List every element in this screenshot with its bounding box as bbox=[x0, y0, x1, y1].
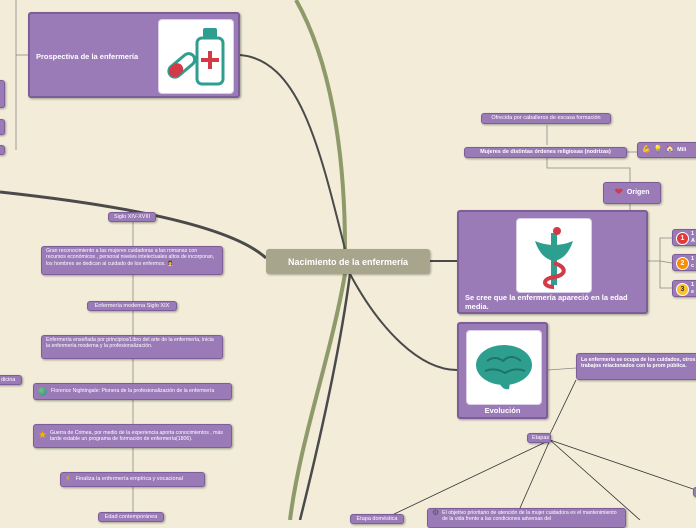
bulb-icon: 💡 bbox=[653, 145, 663, 153]
evolucion-card[interactable]: Evolución bbox=[457, 322, 548, 419]
cuidado-text: La enfermería se ocupa de los cuidados, … bbox=[581, 357, 696, 370]
origen-node[interactable]: ❤ Origen bbox=[603, 182, 661, 204]
left-stub-3[interactable] bbox=[0, 145, 5, 155]
objetivo-text: El objetivo prioritario de atención de l… bbox=[442, 510, 617, 523]
number-badge-3: 3 bbox=[676, 283, 689, 296]
siglo-xiv-xviii-node[interactable]: Siglo XIV-XVIII bbox=[108, 212, 156, 222]
mujeres-label: Mujeres de distintas órdenes religiosas … bbox=[480, 149, 611, 155]
moderna-xix-node[interactable]: Enfermería moderna Siglo XIX bbox=[87, 301, 177, 311]
nightingale-node[interactable]: Florence Nightingale: Pionera de la prof… bbox=[33, 383, 232, 400]
crimea-text: Guerra de Crimea, por medio de la experi… bbox=[49, 429, 223, 442]
numbered-item-2-text: 1 c bbox=[691, 256, 695, 269]
house-icon: 🏠 bbox=[665, 145, 675, 153]
contemporanea-label: Edad contemporánea bbox=[104, 514, 158, 520]
numbered-item-1-text: 1 A bbox=[691, 231, 695, 244]
central-topic[interactable]: Nacimiento de la enfermería bbox=[266, 249, 430, 274]
prospectiva-title: Prospectiva de la enfermería bbox=[36, 52, 139, 61]
origen-label: Origen bbox=[626, 188, 650, 196]
numbered-item-1[interactable]: 1 1 A bbox=[672, 229, 696, 246]
finaliza-node[interactable]: ⚡ Finaliza la enfermería empírica y voca… bbox=[60, 472, 205, 487]
branch-lower-right bbox=[298, 273, 352, 520]
mili-label: Mili bbox=[677, 146, 687, 153]
right-edge-stub[interactable] bbox=[693, 487, 696, 497]
arm-icon: 💪 bbox=[642, 145, 651, 153]
left-stub-1[interactable] bbox=[0, 80, 5, 108]
finaliza-text: Finaliza la enfermería empírica y vocaci… bbox=[75, 476, 183, 483]
gear-icon: ⚙ bbox=[432, 508, 440, 517]
ofrecida-label: Ofrecida por caballeros de escasa formac… bbox=[491, 115, 601, 121]
etapas-label: Etapas bbox=[532, 435, 550, 441]
mujeres-node[interactable]: Mujeres de distintas órdenes religiosas … bbox=[464, 147, 627, 158]
edad-media-card[interactable]: Se cree que la enfermería apareció en la… bbox=[457, 210, 648, 314]
numbered-item-3[interactable]: 3 1 e bbox=[672, 280, 696, 297]
star-icon: ★ bbox=[38, 429, 47, 441]
medicina-stub-label: dicina bbox=[1, 377, 16, 383]
branch-trunk-lower bbox=[288, 273, 347, 520]
medicina-stub-node[interactable]: dicina bbox=[0, 375, 22, 385]
number-badge-1: 1 bbox=[676, 232, 689, 245]
ensenada-text: Enfermería enseñada por principios/Libro… bbox=[46, 337, 214, 350]
left-stub-2[interactable] bbox=[0, 119, 5, 135]
mili-node[interactable]: 💪 💡 🏠 Mili bbox=[637, 142, 696, 158]
caduceus-icon bbox=[516, 218, 592, 293]
globe-icon bbox=[38, 387, 47, 396]
numbered-item-3-text: 1 e bbox=[691, 282, 695, 295]
cuidado-node[interactable]: La enfermería se ocupa de los cuidados, … bbox=[576, 353, 696, 380]
moderna-xix-label: Enfermería moderna Siglo XIX bbox=[94, 303, 170, 309]
nightingale-text: Florence Nightingale: Pionera de la prof… bbox=[51, 388, 215, 395]
brain-icon bbox=[466, 330, 542, 405]
branch-evolucion bbox=[349, 273, 458, 371]
bottom-stub-node[interactable]: Etapa doméstica bbox=[350, 514, 404, 524]
central-topic-label: Nacimiento de la enfermería bbox=[287, 256, 409, 267]
objetivo-node[interactable]: ⚙ El objetivo prioritario de atención de… bbox=[427, 508, 626, 528]
lightning-icon: ⚡ bbox=[65, 474, 71, 484]
prospectiva-card[interactable]: Prospectiva de la enfermería bbox=[28, 12, 240, 98]
contemporanea-node[interactable]: Edad contemporánea bbox=[98, 512, 164, 522]
siglo-xiv-label: Siglo XIV-XVIII bbox=[113, 214, 151, 220]
heart-icon: ❤ bbox=[614, 186, 623, 198]
bottom-stub-label: Etapa doméstica bbox=[356, 516, 398, 522]
people-icon: 👩‍⚕ bbox=[167, 260, 174, 267]
ensenada-node[interactable]: Enfermería enseñada por principios/Libro… bbox=[41, 335, 223, 359]
etapas-node[interactable]: Etapas bbox=[527, 433, 551, 443]
ofrecida-node[interactable]: Ofrecida por caballeros de escasa formac… bbox=[481, 113, 611, 124]
branch-trunk bbox=[294, 0, 347, 250]
medicine-bottle-pill-icon bbox=[158, 19, 234, 94]
reconocimiento-node[interactable]: Gran reconocimiento a las mujeres cuidad… bbox=[41, 246, 223, 275]
number-badge-2: 2 bbox=[676, 257, 689, 270]
evolucion-title: Evolución bbox=[484, 406, 521, 415]
crimea-node[interactable]: ★ Guerra de Crimea, por medio de la expe… bbox=[33, 424, 232, 448]
numbered-item-2[interactable]: 2 1 c bbox=[672, 254, 696, 271]
reconocimiento-text: Gran reconocimiento a las mujeres cuidad… bbox=[46, 248, 215, 267]
branch-left-arc bbox=[0, 190, 268, 260]
branch-prospectiva bbox=[239, 54, 346, 250]
edad-media-title: Se cree que la enfermería apareció en la… bbox=[465, 293, 628, 311]
